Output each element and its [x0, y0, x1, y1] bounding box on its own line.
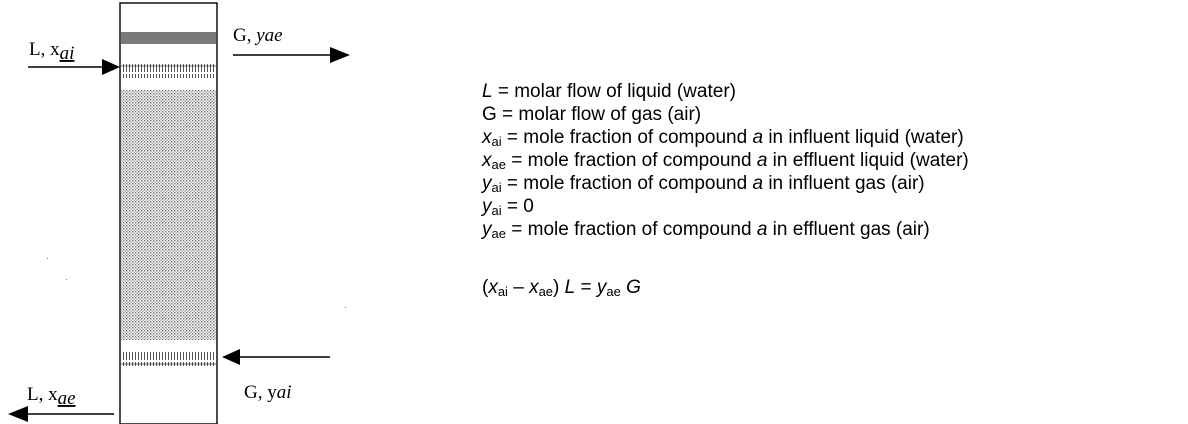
definition-y-ae: yae = mole fraction of compound a in eff…	[482, 219, 930, 241]
liquid-in-arrow	[28, 59, 120, 75]
definition-y-ai: yai = mole fraction of compound a in inf…	[482, 173, 925, 195]
gas-in-label: G, yai	[244, 382, 292, 403]
top-distributor	[121, 64, 216, 78]
gas-out-label: G, yae	[233, 25, 283, 46]
gas-in-arrow	[222, 349, 330, 365]
definition-x-ai: xai = mole fraction of compound a in inf…	[482, 127, 964, 149]
mass-balance-equation: (xai – xae) L = yae G	[482, 277, 641, 299]
speck	[47, 258, 48, 259]
speck	[345, 307, 346, 308]
packing-bed	[121, 90, 216, 340]
definition-L: L = molar flow of liquid (water)	[482, 81, 736, 102]
liquid-out-arrow	[8, 406, 114, 422]
bottom-support	[121, 352, 216, 366]
definition-x-ae: xae = mole fraction of compound a in eff…	[482, 150, 969, 172]
definition-G: G = molar flow of gas (air)	[482, 104, 702, 125]
mist-eliminator	[121, 32, 216, 44]
definition-y-ai-zero: yai = 0	[482, 196, 534, 218]
liquid-in-label: L, xai	[29, 39, 74, 64]
liquid-out-label: L, xae	[27, 384, 76, 409]
speck	[66, 279, 67, 280]
gas-out-arrow	[233, 47, 350, 63]
stripping-tower-diagram: L, xai G, yae L, xae G, yai	[8, 2, 350, 424]
definitions-panel: L = molar flow of liquid (water) G = mol…	[482, 80, 1182, 299]
